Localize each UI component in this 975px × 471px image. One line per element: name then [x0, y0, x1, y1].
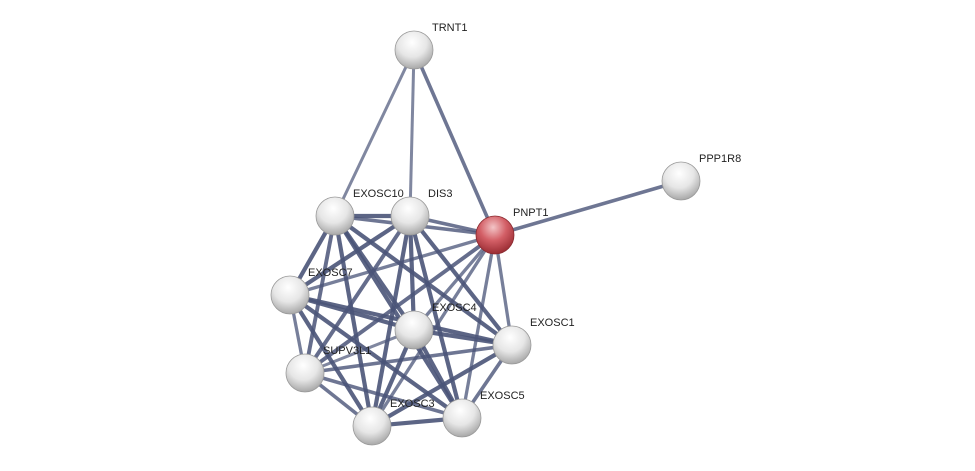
node-sphere[interactable] [492, 325, 532, 365]
edge-pnpt1-supv3l1[interactable] [303, 233, 497, 375]
edge-trnt1-exosc10[interactable] [333, 49, 416, 217]
node-trnt1[interactable]: TRNT1 [394, 22, 467, 70]
node-sphere[interactable] [270, 275, 310, 315]
node-label: EXOSC3 [390, 398, 435, 410]
edge-dis3-exosc7[interactable] [288, 214, 412, 297]
node-sphere[interactable] [442, 398, 482, 438]
edge-dis3-exosc3[interactable] [369, 215, 413, 427]
edge-pnpt1-exosc4[interactable] [412, 233, 497, 332]
node-label: EXOSC10 [353, 188, 404, 200]
edge-trnt1-pnpt1[interactable] [412, 49, 497, 236]
edge-exosc7-exosc3[interactable] [288, 293, 374, 428]
edge-exosc7-exosc5[interactable] [288, 293, 464, 420]
node-sphere[interactable] [285, 353, 325, 393]
node-exosc4[interactable]: EXOSC4 [394, 302, 477, 350]
node-ppp1r8[interactable]: PPP1R8 [661, 153, 741, 201]
node-sphere[interactable] [390, 196, 430, 236]
node-exosc3[interactable]: EXOSC3 [352, 398, 435, 446]
node-label: EXOSC7 [308, 267, 353, 279]
edge-pnpt1-ppp1r8[interactable] [494, 179, 682, 237]
node-exosc10[interactable]: EXOSC10 [315, 188, 404, 236]
edge-dis3-exosc1[interactable] [408, 214, 514, 347]
edge-supv3l1-exosc5[interactable] [304, 371, 463, 420]
edge-exosc4-supv3l1[interactable] [304, 328, 415, 375]
node-sphere[interactable] [661, 161, 701, 201]
node-label: PPP1R8 [699, 153, 741, 165]
node-label: EXOSC5 [480, 390, 525, 402]
node-sphere[interactable] [394, 30, 434, 70]
edge-pnpt1-exosc3[interactable] [370, 234, 497, 427]
node-supv3l1[interactable]: SUPV3L1 [285, 345, 371, 393]
node-dis3[interactable]: DIS3 [390, 188, 452, 236]
node-sphere[interactable] [475, 215, 515, 255]
edge-exosc1-supv3l1[interactable] [304, 343, 513, 375]
node-sphere[interactable] [315, 196, 355, 236]
node-sphere[interactable] [352, 406, 392, 446]
node-label: EXOSC1 [530, 317, 575, 329]
edge-pnpt1-exosc7[interactable] [289, 233, 496, 297]
node-label: EXOSC4 [432, 302, 477, 314]
node-pnpt1[interactable]: PNPT1 [475, 207, 548, 255]
edge-pnpt1-exosc5[interactable] [460, 234, 497, 419]
edge-exosc10-exosc1[interactable] [333, 214, 514, 347]
edge-exosc10-supv3l1[interactable] [303, 215, 337, 374]
node-label: TRNT1 [432, 22, 467, 34]
node-label: PNPT1 [513, 207, 548, 219]
node-exosc1[interactable]: EXOSC1 [492, 317, 575, 365]
node-label: DIS3 [428, 188, 452, 200]
edge-dis3-exosc5[interactable] [407, 215, 465, 419]
node-exosc5[interactable]: EXOSC5 [442, 390, 525, 438]
node-exosc7[interactable]: EXOSC7 [270, 267, 353, 315]
edge-trnt1-dis3[interactable] [408, 49, 416, 217]
node-sphere[interactable] [394, 310, 434, 350]
node-label: SUPV3L1 [323, 345, 371, 357]
edge-exosc1-exosc3[interactable] [370, 343, 514, 428]
